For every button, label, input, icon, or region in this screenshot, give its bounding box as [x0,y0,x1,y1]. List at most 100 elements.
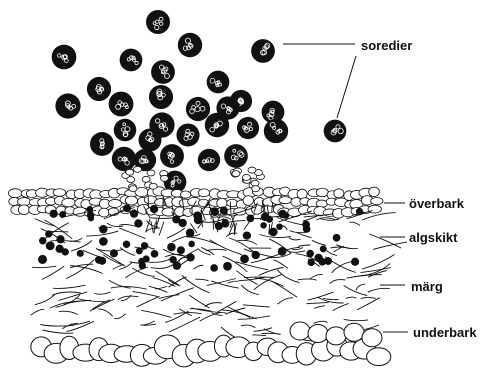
hypha [333,303,349,310]
cortex-cell [18,198,31,206]
algal-cell [177,246,185,254]
label-marg: märg [411,279,443,294]
hypha [272,281,298,297]
soredium [207,71,230,94]
algal-cell [243,231,251,239]
hypha [141,310,171,317]
algal-cell [220,206,228,214]
label-soredier: soredier [361,38,412,53]
algal-cell [88,215,94,221]
algal-cell [150,205,158,213]
cortex-cell [234,208,247,215]
algal-cell [178,219,186,227]
hypha [357,298,380,310]
algal-cell [306,250,314,258]
algal-cell [314,254,322,262]
soredium [52,45,77,70]
soredium [216,96,239,119]
hypha [53,285,86,288]
algal-cell [351,258,359,266]
hypha [195,279,208,281]
hypha [35,295,55,305]
algal-cell [143,255,150,262]
hypha [346,297,357,298]
hypha [244,221,250,229]
algal-cell [308,259,315,266]
algal-cell [134,219,142,227]
soredium [112,147,136,171]
algal-cell [188,241,195,248]
cortex-cell [242,174,250,180]
hypha [274,260,289,269]
hypha [114,314,125,319]
soredium [160,144,184,168]
cortex-cell [248,167,256,173]
hypha [42,266,64,279]
hypha [32,266,56,267]
medulla-hyphae-layer [31,195,407,342]
hypha [59,292,88,301]
lower-cortex-cell [344,323,364,341]
algal-cell [278,210,286,218]
hypha [119,228,145,238]
lower-cortex-cell [326,327,346,345]
algal-cell [320,245,327,252]
hypha [151,265,173,268]
cortex-cell [316,188,328,197]
hypha [161,288,194,301]
label-underbark: underbark [413,325,477,340]
hypha [71,241,92,252]
algal-cell [356,208,363,215]
leader-soredier-2 [337,56,356,118]
soredium [237,117,259,139]
cortex-cell [18,205,29,215]
algal-cell [260,222,266,228]
algal-cell [55,245,63,253]
algal-cell [211,208,219,216]
soredium [139,129,162,152]
cortex-cell [334,189,344,198]
hypha [120,248,135,256]
hypha [93,299,115,310]
algal-cell [173,261,181,269]
hypha [320,219,340,221]
lower-cortex-cell [367,348,391,366]
hypha [133,292,158,297]
hypha [213,216,214,229]
algal-cell [240,255,249,264]
hypha [50,301,85,308]
hypha [298,279,317,280]
algal-cell [139,262,146,269]
hypha [298,245,310,247]
soredium [55,93,80,118]
label-algskikt: algskikt [409,230,457,245]
lower-cortex-cell [362,329,382,347]
algal-cell [194,216,202,224]
hypha [226,233,237,237]
cortex-cell [227,199,238,206]
lower-cortex-layer [31,322,391,367]
hypha [310,274,323,279]
cortex-cell [198,189,209,197]
hypha [189,295,209,308]
cortex-cell [252,186,260,192]
cortex-cell [62,198,76,207]
hypha [67,321,94,331]
hypha [126,267,149,278]
algal-cell [38,255,47,264]
hypha [149,257,173,262]
soredium [87,77,111,101]
hypha [278,298,294,304]
algal-cell [324,257,332,265]
upper-cortex-layer [8,166,383,218]
cortex-cell [147,170,155,176]
hypha [356,284,365,290]
hypha [206,249,226,250]
hypha [344,286,368,296]
hypha [314,321,328,323]
cortex-cell [160,175,168,181]
soredium [198,149,220,171]
hypha [43,330,74,333]
hypha [228,281,238,283]
lower-cortex-cell [308,325,328,343]
